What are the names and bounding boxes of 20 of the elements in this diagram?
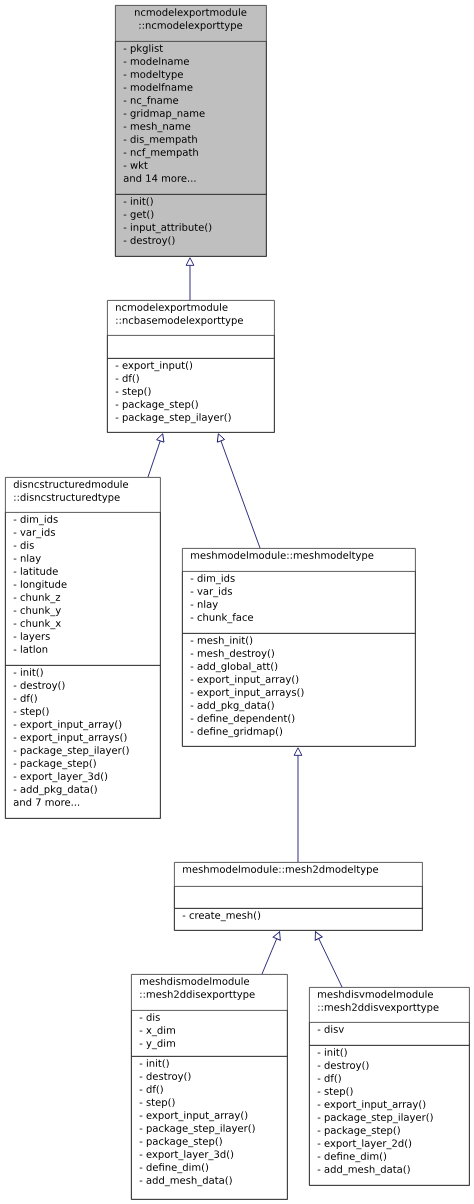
member-list: - init() - get() - input_attribute() - destroy() [115, 194, 267, 257]
member-list: - dim_ids - var_ids - nlay - chunk_face [182, 571, 416, 634]
empty-compartment [107, 335, 275, 359]
member-list: - init() - destroy() - df() - step() - export_input_array() - package_step_ilayer() - package_step() - export_layer_2d() - define_dim() - add_mesh_data() [309, 1045, 470, 1186]
member-list: - mesh_init() - mesh_destroy() - add_global_att() - export_input_array() - export_input_arrays() - add_pkg_data() - define_dependent() - define_gridmap() [182, 633, 416, 747]
member-list: - disv [309, 1022, 470, 1046]
member-list: - init() - destroy() - df() - step() - export_input_array() - package_step_ilayer() - package_step() - export_layer_3d() - define_dim() - add_mesh_data() [131, 1056, 288, 1200]
inheritance-arrow [261, 931, 281, 975]
inheritance-arrow [147, 433, 165, 478]
member-list: - dis - x_dim - y_dim [131, 1010, 288, 1057]
inheritance-arrow [293, 747, 303, 863]
empty-compartment [174, 886, 423, 909]
member-list: - export_input() - df() - step() - package_step() - package_step_ilayer() [107, 358, 275, 433]
member-list: - dim_ids - var_ids - dis - nlay - latitude - longitude - chunk_z - chunk_y - chunk_x - layers - latlon [5, 512, 161, 666]
member-list: - init() - destroy() - df() - step() - export_input_array() - export_input_arrays() - package_step_ilayer() - package_step() - export_layer_3d() - add_pkg_data() and 7 more... [5, 665, 161, 819]
inheritance-arrow [314, 931, 343, 988]
member-list: - create_mesh() [174, 908, 423, 931]
inheritance-arrow [216, 433, 261, 549]
inheritance-arrow [185, 257, 195, 301]
member-list: - pkglist - modelname - modeltype - modelfname - nc_fname - gridmap_name - mesh_name - dis_mempath - ncf_mempath - wkt and 14 more... [115, 41, 267, 195]
